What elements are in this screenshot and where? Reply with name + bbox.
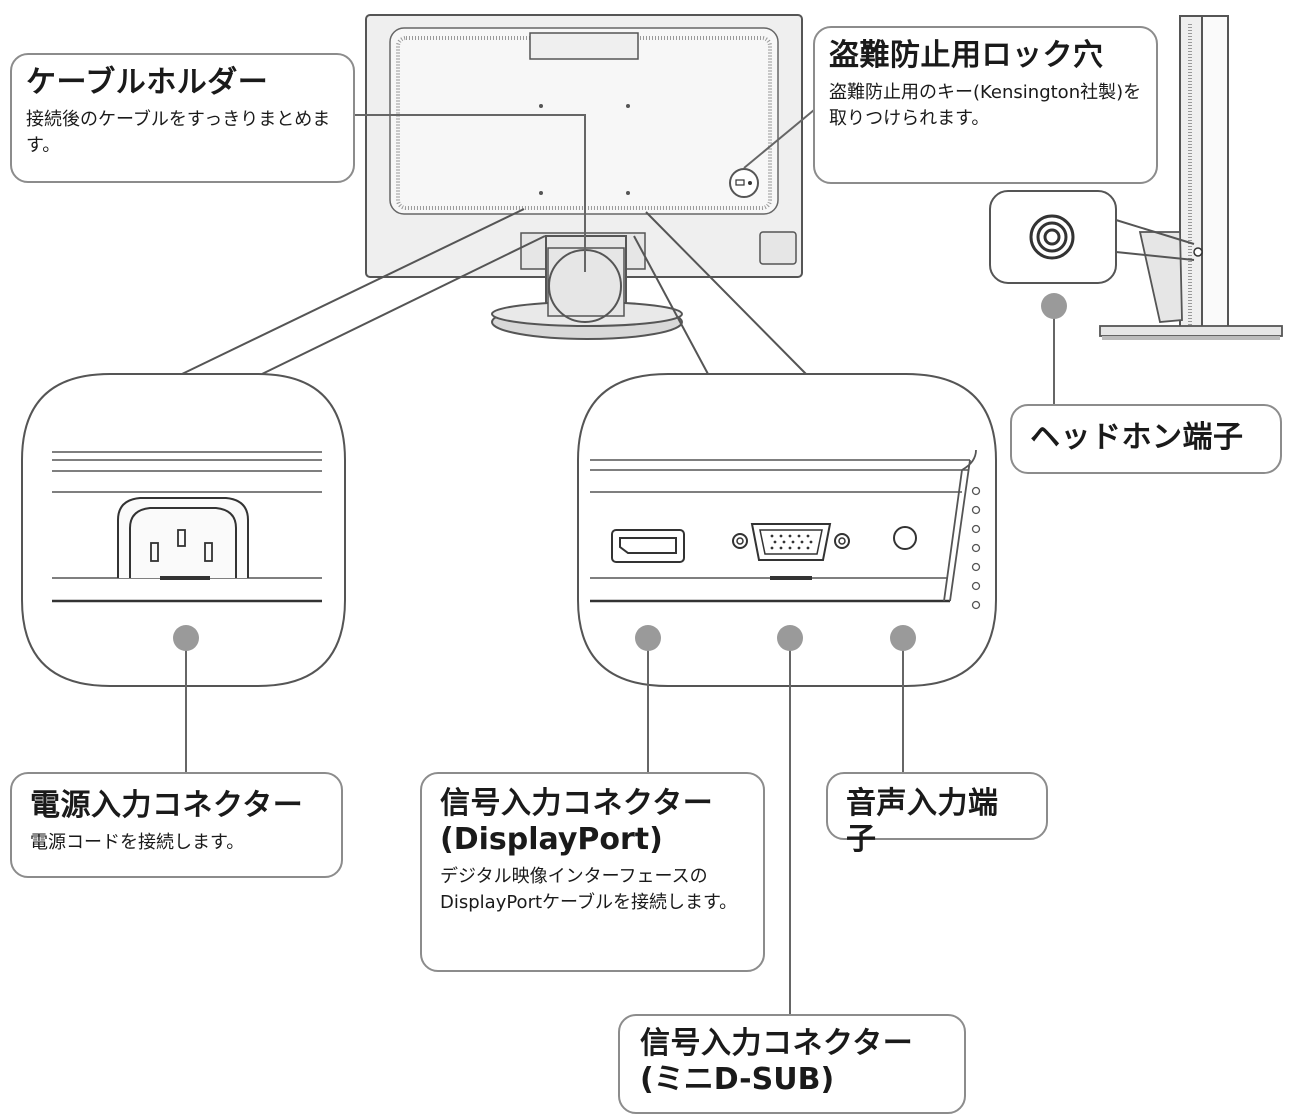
power-input-title: 電源入力コネクター: [30, 788, 304, 823]
headphone-zoom: [989, 190, 1195, 284]
power-input-desc: 電源コードを接続します。: [30, 832, 245, 853]
callout-audio-input: 音声入力端子: [826, 772, 1048, 857]
dsub-title: 信号入力コネクター: [640, 1026, 914, 1061]
dsub-subtitle: (ミニD-SUB): [640, 1062, 835, 1097]
monitor-side: [1099, 15, 1283, 340]
callout-cable-holder: ケーブルホルダー 接続後のケーブルをすっきりまとめます。: [10, 53, 355, 183]
cable-holder-desc: 接続後のケーブルをすっきりまとめます。: [26, 109, 331, 157]
security-lock-title: 盗難防止用ロック穴: [829, 38, 1104, 73]
callout-power-input: 電源入力コネクター 電源コードを接続します。: [10, 772, 343, 878]
headphone-title: ヘッドホン端子: [1030, 420, 1244, 455]
power-zoom-panel: [21, 373, 346, 687]
callout-displayport: 信号入力コネクター (DisplayPort) デジタル映像インターフェースのD…: [420, 772, 765, 972]
displayport-desc: デジタル映像インターフェースのDisplayPortケーブルを接続します。: [440, 866, 738, 914]
marker-dots: [173, 293, 1067, 651]
displayport-subtitle: (DisplayPort): [440, 822, 663, 857]
security-lock-desc: 盗難防止用のキー(Kensington社製)を取りつけられます。: [829, 82, 1142, 130]
leader-lines: [185, 109, 1055, 1014]
cable-holder-title: ケーブルホルダー: [26, 65, 269, 100]
callout-security-lock: 盗難防止用ロック穴 盗難防止用のキー(Kensington社製)を取りつけられま…: [813, 26, 1158, 184]
callout-dsub: 信号入力コネクター (ミニD-SUB): [618, 1014, 966, 1114]
zoom-lines: [181, 208, 807, 375]
displayport-title: 信号入力コネクター: [440, 786, 714, 821]
callout-headphone: ヘッドホン端子: [1010, 404, 1282, 474]
audio-input-title: 音声入力端子: [846, 786, 999, 857]
signal-zoom-panel: [577, 373, 997, 687]
